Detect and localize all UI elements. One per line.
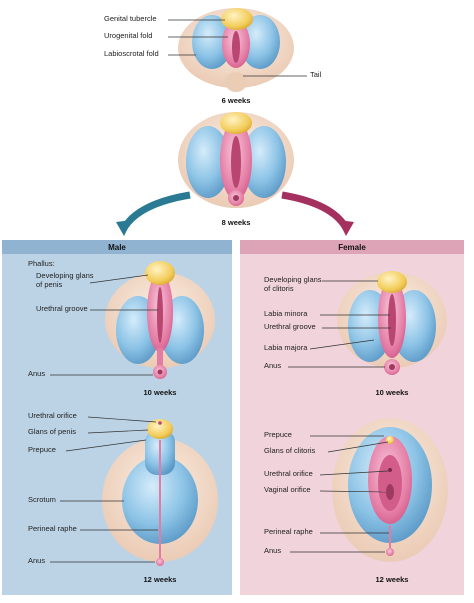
label-prepuce-male: Prepuce (28, 445, 56, 454)
label-scrotum: Scrotum (28, 495, 56, 504)
label-anus-female-10: Anus (264, 361, 282, 370)
female-branch-arrow (281, 191, 350, 230)
label-anus-male-12: Anus (28, 556, 46, 565)
stage-label-male-10-weeks: 10 weeks (143, 388, 177, 397)
label-urethral-orifice-male: Urethral orifice (28, 411, 77, 420)
female-arrowhead (338, 220, 354, 236)
label-anus-male-10: Anus (28, 369, 46, 378)
female-10-weeks-figure (337, 271, 447, 375)
label-developing-glans-clitoris: Developing glans of clitoris (264, 275, 322, 293)
label-urethral-groove-male: Urethral groove (36, 304, 88, 313)
label-urethral-orifice-female: Urethral orifice (264, 469, 313, 478)
stage-label-female-12-weeks: 12 weeks (375, 575, 409, 584)
male-10-weeks-figure (105, 261, 215, 379)
label-urogenital-fold: Urogenital fold (104, 31, 153, 40)
female-12-weeks-figure (332, 418, 448, 562)
label-vaginal-orifice: Vaginal orifice (264, 485, 311, 494)
label-tail: Tail (310, 70, 322, 79)
label-glans-of-clitoris: Glans of clitoris (264, 446, 316, 455)
label-anus-female-12: Anus (264, 546, 282, 555)
stage-label-6-weeks: 6 weeks (221, 96, 251, 105)
male-arrowhead (116, 220, 132, 236)
label-developing-glans-penis: Developing glans of penis (36, 271, 94, 289)
stage-label-male-12-weeks: 12 weeks (143, 575, 177, 584)
label-perineal-raphe-male: Perineal raphe (28, 524, 77, 533)
stage-label-8-weeks: 8 weeks (221, 218, 251, 227)
male-panel-header (2, 240, 232, 254)
label-labia-minora: Labia minora (264, 309, 308, 318)
label-phallus: Phallus: (28, 259, 55, 268)
label-labioscrotal-fold: Labioscrotal fold (104, 49, 159, 58)
female-panel-title: Female (338, 243, 366, 252)
male-12-weeks-figure (102, 419, 218, 566)
label-glans-of-penis: Glans of penis (28, 427, 76, 436)
label-perineal-raphe-female: Perineal raphe (264, 527, 313, 536)
embryo-6-weeks (178, 8, 294, 92)
female-panel-header (240, 240, 464, 254)
label-prepuce-female: Prepuce (264, 430, 292, 439)
label-urethral-groove-female: Urethral groove (264, 322, 316, 331)
label-genital-tubercle: Genital tubercle (104, 14, 157, 23)
embryo-8-weeks (178, 112, 294, 208)
male-branch-arrow (121, 191, 191, 231)
male-panel-title: Male (108, 243, 126, 252)
stage-label-female-10-weeks: 10 weeks (375, 388, 409, 397)
label-labia-majora: Labia majora (264, 343, 308, 352)
